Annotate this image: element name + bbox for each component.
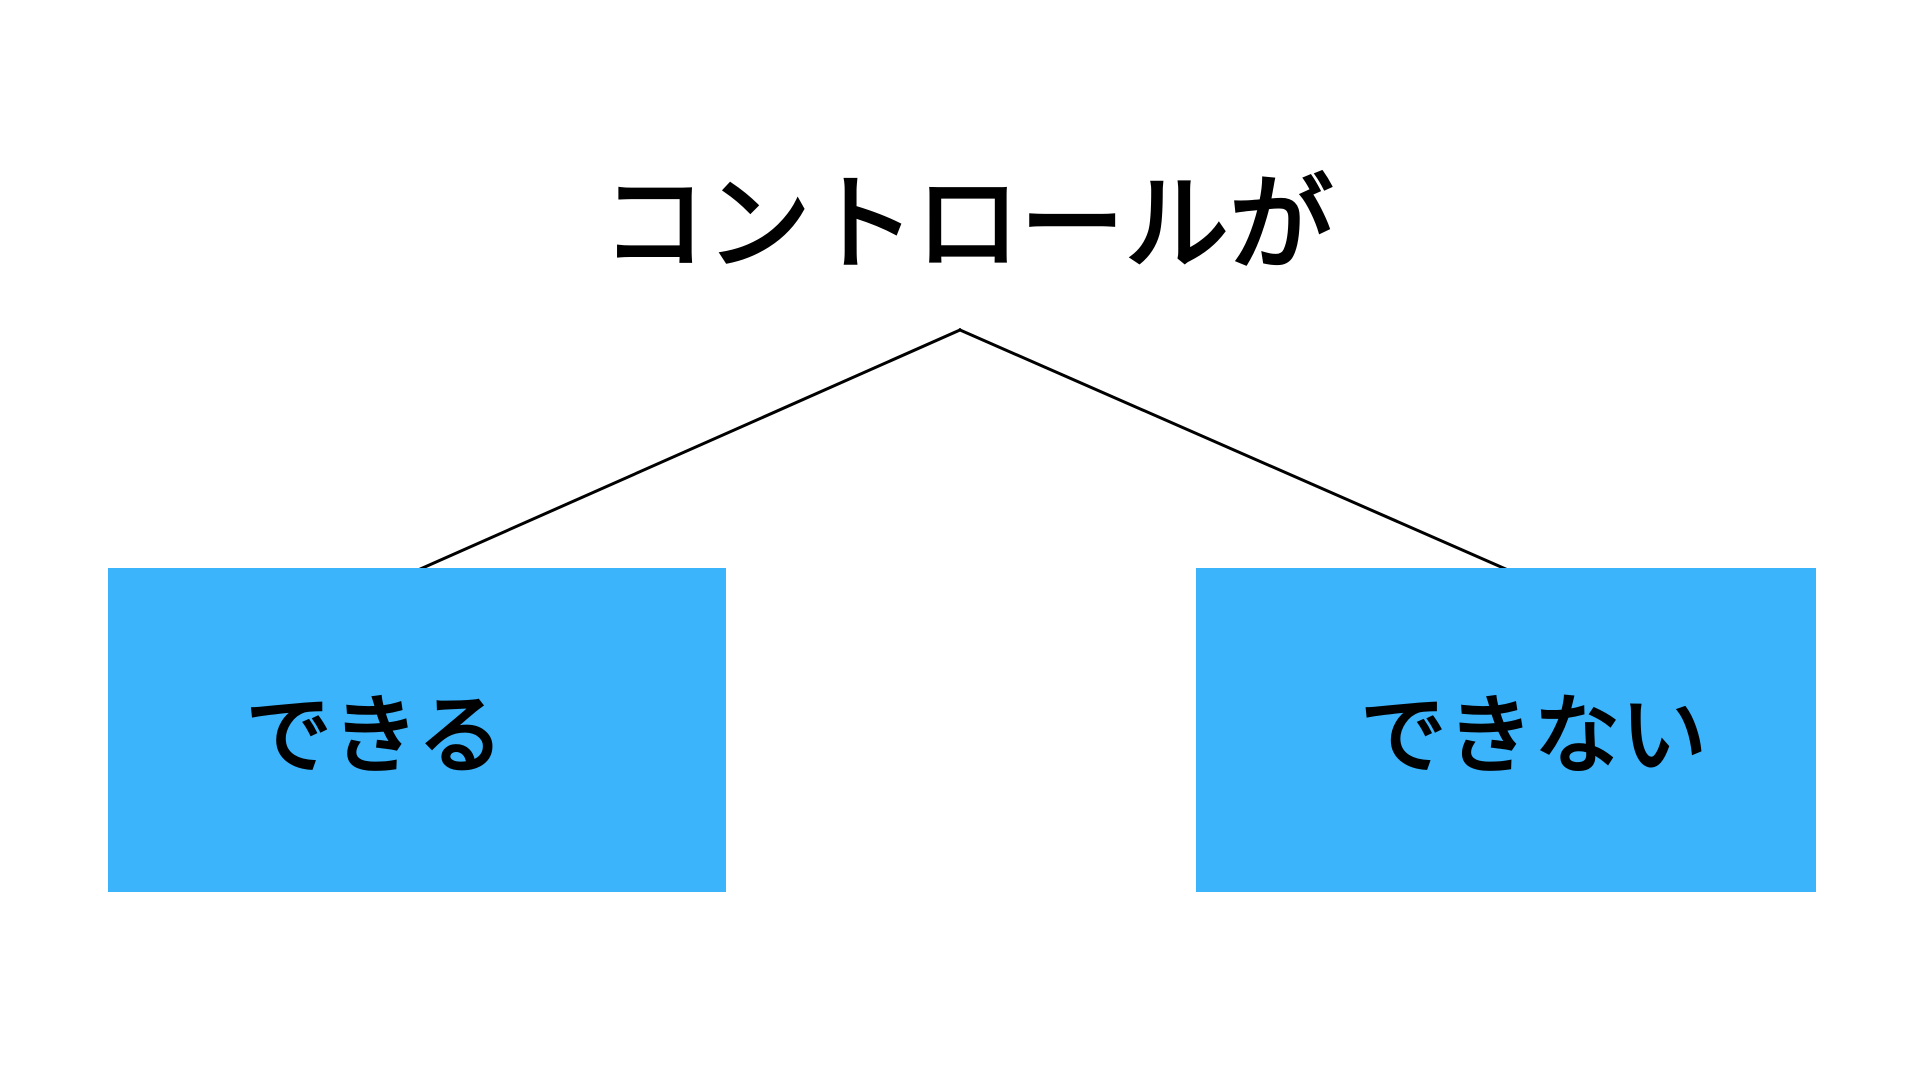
branch-node-yes-label: できる (245, 686, 505, 786)
connector-line-right (958, 328, 1510, 572)
branch-node-yes[interactable]: できる (108, 568, 726, 892)
connector-line-left (416, 328, 962, 572)
root-node-label: コントロールが (602, 163, 1334, 285)
branch-node-no-label: できない (1360, 686, 1708, 786)
branch-node-no[interactable]: できない (1196, 568, 1816, 892)
